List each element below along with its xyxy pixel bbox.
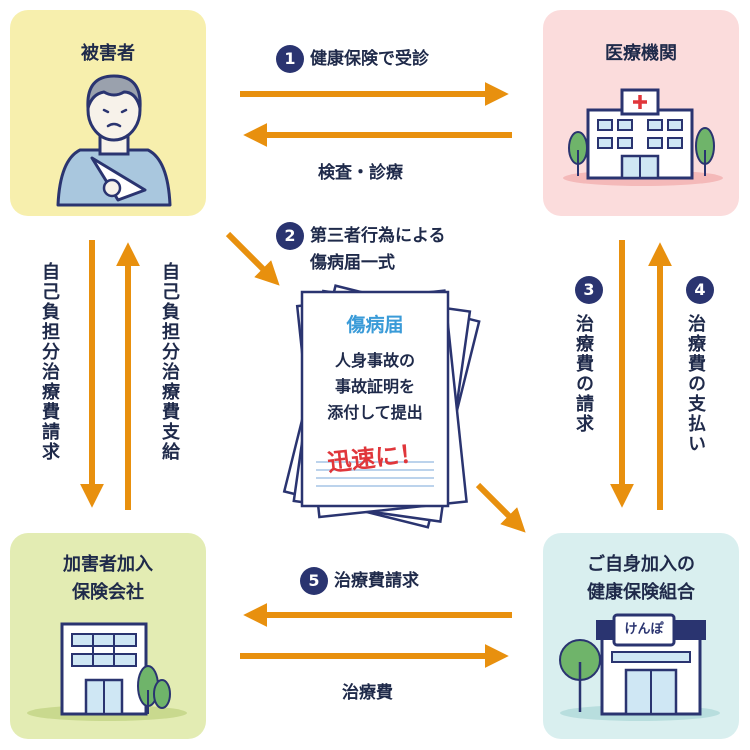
kenpo-title-line1: ご自身加入の: [587, 554, 695, 575]
self-pay-claim-text: 自己負担分治療費請求: [39, 262, 60, 462]
document-stack: [282, 284, 481, 529]
arrow-to-document: [225, 231, 280, 286]
exam-label: 検査・診療: [318, 163, 403, 183]
victim-title: 被害者: [81, 43, 135, 64]
step2-badge: 2: [276, 222, 304, 250]
step4-badge: 4: [686, 276, 714, 304]
document-heading: 傷病届: [346, 314, 404, 336]
insurer-title-line1: 加害者加入: [63, 554, 153, 575]
document-body-line1: 人身事故の: [334, 351, 415, 370]
insurer-title-line2: 保険会社: [72, 582, 144, 603]
document-body-line2: 事故証明を: [334, 377, 415, 396]
self-pay-payment-text: 自己負担分治療費支給: [159, 262, 180, 462]
step2-text-line1: 第三者行為による: [310, 226, 446, 246]
document-body-line3: 添付して提出: [327, 403, 423, 422]
step1-text: 健康保険で受診: [310, 49, 429, 69]
step5-label: 5 治療費請求: [300, 566, 419, 595]
step4-text: 治療費の支払い: [685, 314, 706, 454]
step3-badge: 3: [575, 276, 603, 304]
step3-badge-wrap: 3: [575, 276, 609, 304]
insurer-title: 加害者加入 保険会社: [10, 551, 206, 607]
kenpo-title-line2: 健康保険組合: [587, 582, 695, 603]
step2-text-line2: 傷病届一式: [310, 253, 395, 273]
step4-badge-wrap: 4: [686, 276, 720, 304]
step5-badge: 5: [300, 567, 328, 595]
document-body: 人身事故の 事故証明を 添付して提出: [302, 348, 448, 426]
step1-label: 1 健康保険で受診: [276, 44, 429, 73]
step1-badge: 1: [276, 45, 304, 73]
kenpo-building-icon: [559, 613, 720, 721]
step2-label: 2 第三者行為による 傷病届一式: [276, 222, 446, 276]
kenpo-sign: けんぽ: [624, 622, 664, 637]
treatment-fee-label: 治療費: [342, 683, 393, 703]
arrow-to-kenpo: [475, 482, 526, 533]
hospital-title: 医療機関: [605, 43, 677, 64]
hospital-icon: [563, 88, 723, 186]
step3-text: 治療費の請求: [573, 314, 594, 434]
kenpo-title: ご自身加入の 健康保険組合: [543, 551, 739, 607]
office-building-icon: [27, 622, 187, 721]
step5-text: 治療費請求: [334, 571, 419, 591]
injured-person-icon: [56, 74, 172, 207]
